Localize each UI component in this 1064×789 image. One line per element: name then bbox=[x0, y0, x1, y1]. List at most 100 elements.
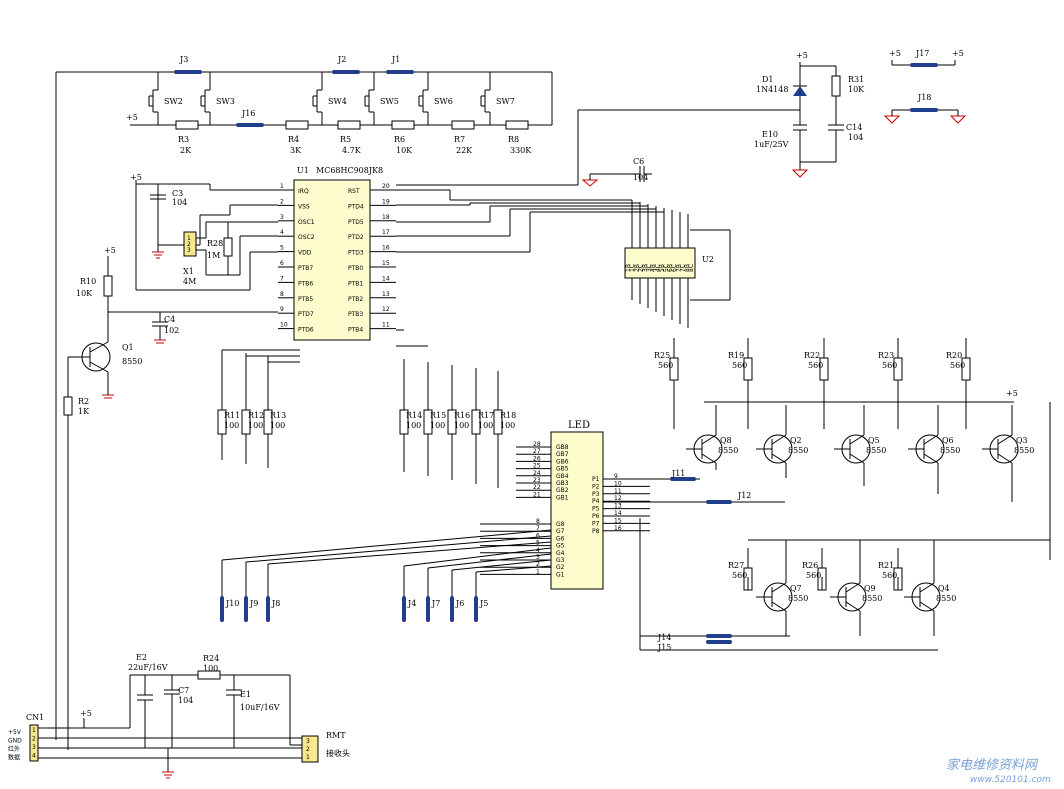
mcu-pin-name: PTB4 bbox=[348, 327, 363, 334]
led-pin-num: 10 bbox=[614, 480, 622, 487]
seg-resistor-label: R13 bbox=[270, 411, 286, 420]
c3-value: 104 bbox=[172, 198, 187, 207]
resistor-r4-label: R4 bbox=[288, 135, 299, 144]
e2-label: E2 bbox=[136, 653, 147, 662]
x1-label: X1 bbox=[183, 267, 194, 276]
led-pin-num: 16 bbox=[614, 525, 622, 532]
switch-sw3: SW3 bbox=[200, 72, 235, 125]
mcu-pin-name: VSS bbox=[298, 203, 310, 210]
u2-pin-name: 4C bbox=[654, 264, 661, 272]
led-label: LED bbox=[568, 420, 590, 431]
led-pin-num: 24 bbox=[533, 470, 541, 477]
mcu-pin-num: 5 bbox=[280, 245, 284, 252]
seg-resistor-value: 100 bbox=[406, 421, 421, 430]
svg-text:+5: +5 bbox=[130, 173, 142, 182]
mcu-pin-num: 8 bbox=[280, 291, 284, 298]
mcu-pin-name: PTB3 bbox=[348, 311, 363, 318]
led-pin-num: 12 bbox=[614, 495, 622, 502]
switch-sw5: SW5 bbox=[364, 72, 399, 125]
base-resistor-label: R27 bbox=[728, 561, 744, 570]
led-pin-name: G7 bbox=[556, 528, 565, 535]
u2-pin-name: 3C bbox=[646, 264, 653, 272]
switch-sw7-label: SW7 bbox=[496, 97, 515, 106]
led-pin-name: P4 bbox=[592, 498, 600, 505]
transistor-label: Q8 bbox=[720, 436, 732, 445]
transistor-value: 8550 bbox=[862, 594, 882, 603]
led-pin-num: 11 bbox=[614, 488, 622, 495]
led-pin-num: 4 bbox=[536, 547, 540, 554]
mcu-pin-name: PTB6 bbox=[298, 280, 313, 287]
mcu-pin-num: 6 bbox=[280, 260, 284, 267]
led-pin-name: GB6 bbox=[556, 458, 569, 465]
mcu-pin-num: 11 bbox=[382, 322, 390, 329]
cn1-pin-name: 红外 bbox=[8, 745, 20, 753]
resistor-r7-value: 22K bbox=[456, 146, 473, 155]
jumper-j16-label: J16 bbox=[241, 109, 255, 118]
led-pin-num: 7 bbox=[536, 525, 540, 532]
led-pin-num: 6 bbox=[536, 532, 540, 539]
cn1-pin-name: +5V bbox=[8, 729, 22, 736]
switch-sw5-label: SW5 bbox=[380, 97, 399, 106]
svg-text:+5: +5 bbox=[796, 51, 808, 60]
jumper-j4-label: J4 bbox=[407, 599, 416, 608]
c6-value: 104 bbox=[633, 173, 648, 182]
cn1-pin-num: 3 bbox=[32, 744, 36, 751]
mcu-pin-num: 18 bbox=[382, 214, 390, 221]
switch-sw6: SW6 bbox=[418, 72, 453, 125]
mcu-pin-name: PTB2 bbox=[348, 296, 363, 303]
switch-sw4-label: SW4 bbox=[328, 97, 347, 106]
base-resistor-label: R26 bbox=[802, 561, 818, 570]
led-pin-name: G8 bbox=[556, 521, 565, 528]
led-pin-name: P3 bbox=[592, 491, 600, 498]
led-pin-num: 28 bbox=[533, 441, 541, 448]
mcu-pin-name: IRQ bbox=[298, 188, 309, 195]
led-pin-name: GB7 bbox=[556, 451, 569, 458]
c6-label: C6 bbox=[633, 157, 644, 166]
u2-pin-name: 3B bbox=[642, 264, 649, 272]
transistor-value: 8550 bbox=[788, 446, 808, 455]
j15-label: J15 bbox=[657, 643, 671, 652]
mcu-pin-num: 9 bbox=[280, 306, 284, 313]
j17-label: J17 bbox=[915, 49, 929, 58]
e1-value: 10uF/16V bbox=[240, 703, 280, 712]
u2-pin-name: 2C bbox=[638, 264, 645, 272]
seg-resistor-label: R11 bbox=[224, 411, 240, 420]
led-pin-num: 3 bbox=[536, 554, 540, 561]
transistor-value: 8550 bbox=[718, 446, 738, 455]
svg-text:+5: +5 bbox=[80, 709, 92, 718]
mcu-pin-name: PTD6 bbox=[298, 327, 314, 334]
resistor-r5 bbox=[337, 120, 361, 130]
watermark: 家电维修资料网 bbox=[946, 757, 1039, 773]
mcu-pin-name: PTD5 bbox=[348, 219, 364, 226]
resistor-r5-value: 4.7K bbox=[342, 146, 362, 155]
led-pin-name: G5 bbox=[556, 543, 565, 550]
svg-text:1: 1 bbox=[306, 754, 310, 761]
u2-pin-name: 5C bbox=[663, 264, 670, 272]
led-pin-name: P1 bbox=[592, 476, 600, 483]
c3-label: C3 bbox=[172, 189, 183, 198]
mcu-pin-num: 13 bbox=[382, 291, 390, 298]
r2-label: R2 bbox=[78, 397, 89, 406]
resistor-r3-value: 2K bbox=[180, 146, 192, 155]
transistor-value: 8550 bbox=[940, 446, 960, 455]
resistor-r4-value: 3K bbox=[290, 146, 302, 155]
switch-sw4: SW4 bbox=[312, 72, 347, 125]
led-pin-name: GB4 bbox=[556, 473, 569, 480]
resistor-r7-label: R7 bbox=[454, 135, 465, 144]
led-pin-num: 27 bbox=[533, 448, 541, 455]
cn1-pin-num: 4 bbox=[32, 753, 36, 760]
led-pin-name: GB3 bbox=[556, 480, 569, 487]
led-jumpers: J11 J12 J14 J15 bbox=[603, 469, 938, 652]
clock-reset-section: +5 C3 104 1 2 3 R28 1M X1 4M bbox=[130, 173, 278, 291]
switch-sw2-label: SW2 bbox=[164, 97, 183, 106]
q1-value: 8550 bbox=[122, 357, 142, 366]
led-pin-name: GB2 bbox=[556, 487, 569, 494]
resistor-r6-label: R6 bbox=[394, 135, 405, 144]
d1-value: 1N4148 bbox=[756, 85, 788, 94]
transistor-label: Q3 bbox=[1016, 436, 1028, 445]
svg-text:+5: +5 bbox=[104, 246, 116, 255]
